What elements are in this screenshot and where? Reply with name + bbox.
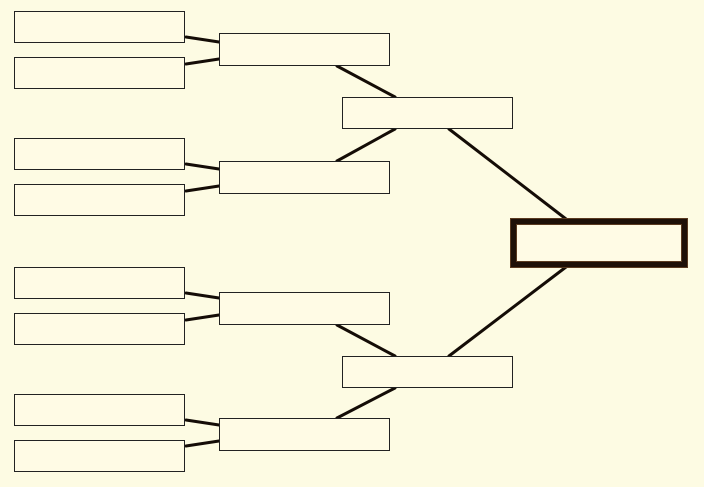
round1-slot-8[interactable] xyxy=(14,440,185,472)
connector-line xyxy=(335,127,397,163)
round1-slot-3[interactable] xyxy=(14,138,185,170)
connector-line xyxy=(184,57,221,66)
round2-slot-1[interactable] xyxy=(219,33,390,66)
round1-slot-7[interactable] xyxy=(14,394,185,426)
connector-line xyxy=(447,127,568,221)
round2-slot-2[interactable] xyxy=(219,161,390,194)
connector-line xyxy=(184,313,221,322)
round3-slot-2[interactable] xyxy=(342,356,513,388)
round3-slot-1[interactable] xyxy=(342,97,513,129)
round1-slot-5[interactable] xyxy=(14,267,185,299)
connector-line xyxy=(335,64,397,99)
round1-slot-1[interactable] xyxy=(14,11,185,43)
connector-line xyxy=(447,265,568,358)
round2-slot-4[interactable] xyxy=(219,418,390,451)
connector-line xyxy=(184,35,221,44)
round1-slot-4[interactable] xyxy=(14,184,185,216)
connector-line xyxy=(184,418,221,427)
round1-slot-2[interactable] xyxy=(14,57,185,89)
champion-slot[interactable] xyxy=(511,219,687,267)
connector-line xyxy=(335,323,397,358)
connector-line xyxy=(184,184,221,193)
connector-line xyxy=(184,162,221,171)
round1-slot-6[interactable] xyxy=(14,313,185,345)
connector-line xyxy=(335,386,397,420)
round2-slot-3[interactable] xyxy=(219,292,390,325)
connector-line xyxy=(184,291,221,300)
connector-line xyxy=(184,439,221,448)
